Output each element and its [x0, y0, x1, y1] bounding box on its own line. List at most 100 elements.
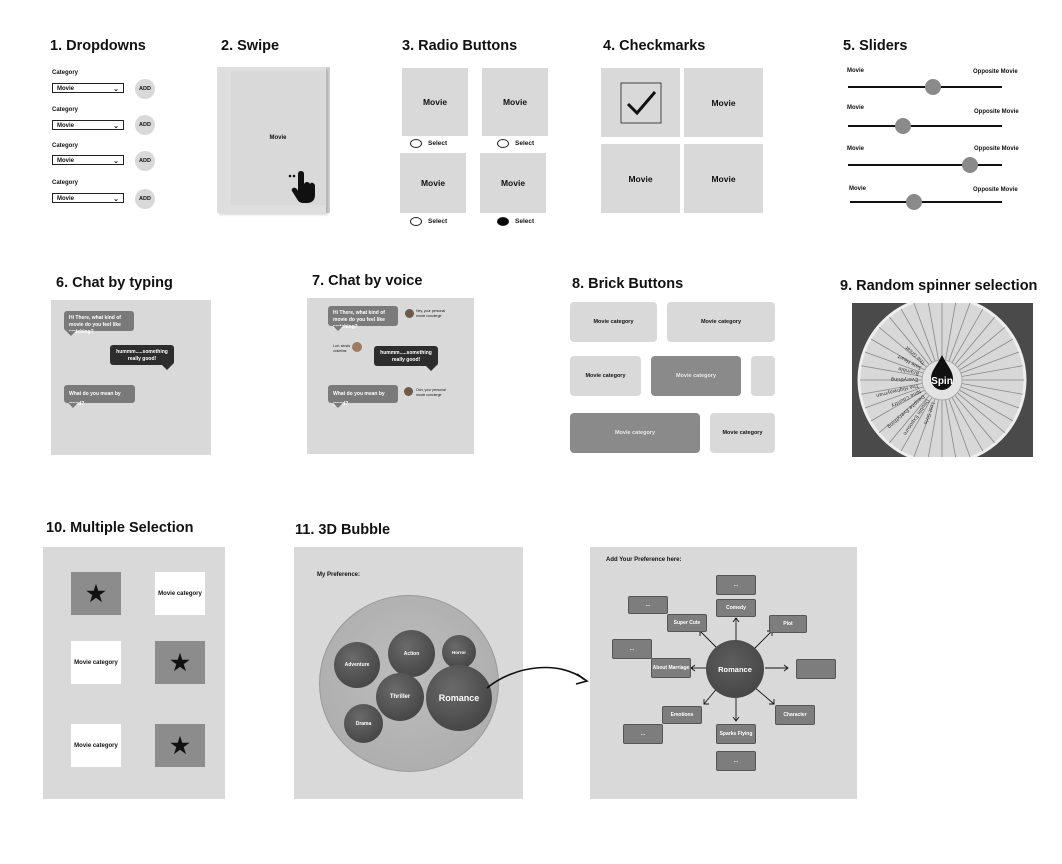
radio-card[interactable]: Movie [482, 68, 548, 136]
bubble-tail [162, 365, 172, 370]
dropdown-label: Category [52, 70, 79, 76]
chat-bubble-user: hummm.....something really good! [374, 346, 438, 366]
star-icon: ★ [170, 732, 190, 758]
dropdown-select[interactable]: Movie⌄ [52, 120, 124, 130]
dropdown-select[interactable]: Movie⌄ [52, 155, 124, 165]
star-icon: ★ [170, 649, 190, 675]
slider-knob[interactable] [924, 79, 941, 95]
brick-button[interactable]: Movie category [570, 356, 641, 396]
pref-node-plot[interactable]: Plot [769, 615, 807, 633]
multi-tile[interactable]: Movie category [71, 724, 121, 767]
voice-caption: Hey, your personal movie concierge [416, 309, 446, 318]
brick-button[interactable]: Movie category [570, 302, 657, 342]
checkmark-card[interactable]: Movie [684, 68, 763, 137]
pref-empty-box[interactable]: ... [716, 751, 756, 771]
dropdown-label: Category [52, 180, 79, 186]
spinner-spoke [870, 338, 925, 371]
multi-tile-selected[interactable]: ★ [155, 724, 205, 767]
arrow-icon [486, 666, 589, 689]
spinner-spoke [888, 316, 930, 365]
add-button[interactable]: ADD [135, 151, 155, 171]
checkmark-card[interactable]: Movie [684, 144, 763, 213]
star-icon: ★ [86, 580, 106, 606]
multi-tile-selected[interactable]: ★ [155, 641, 205, 684]
brick-button[interactable]: Movie category [667, 302, 775, 342]
radio-circle[interactable] [410, 139, 422, 148]
pref-empty-box[interactable]: ... [716, 575, 756, 595]
spinner-spoke [878, 392, 927, 434]
bubble-tail [66, 331, 76, 336]
spinner-spoke [945, 399, 957, 461]
pref-node-super-cute[interactable]: Super Cute [667, 614, 707, 632]
slider-track[interactable] [850, 201, 1002, 203]
bubble-tail [333, 326, 343, 331]
swipe-card[interactable]: Movie [231, 71, 325, 205]
brick-button[interactable] [751, 356, 775, 396]
spinner-spoke [927, 399, 939, 461]
slider-track[interactable] [848, 164, 1002, 166]
bubble-adventure[interactable]: Adventure [334, 642, 380, 688]
brick-button-selected[interactable]: Movie category [570, 413, 700, 453]
brick-button-selected[interactable]: Movie category [651, 356, 741, 396]
radio-card[interactable]: Movie [402, 68, 468, 136]
slider-right-label: Opposite Movie [973, 187, 1018, 193]
pref-empty-box[interactable]: ... [612, 639, 652, 659]
pref-node-emotions[interactable]: Emotions [662, 706, 702, 724]
dropdown-select[interactable]: Movie⌄ [52, 193, 124, 203]
bubble-romance[interactable]: Romance [426, 665, 492, 731]
bubble-horror[interactable]: Horror [442, 635, 476, 669]
radio-label: Select [428, 218, 448, 225]
add-button[interactable]: ADD [135, 115, 155, 135]
dropdown-select[interactable]: Movie⌄ [52, 83, 124, 93]
checkmark-card[interactable]: Movie [601, 144, 680, 213]
brick-button[interactable]: Movie category [710, 413, 775, 453]
checkmark-card-checked[interactable] [601, 68, 680, 137]
slider-left-label: Movie [847, 105, 865, 111]
bubble-tail [68, 403, 78, 408]
bubble-thriller[interactable]: Thriller [376, 673, 424, 721]
radio-option[interactable]: Select [497, 217, 534, 226]
radio-card[interactable]: Movie [480, 153, 546, 213]
slider-track[interactable] [848, 125, 1002, 127]
chat-bubble-user: hummm.....something really good! [110, 345, 174, 365]
section-title-spinner: 9. Random spinner selection [840, 278, 1038, 294]
multi-tile[interactable]: Movie category [155, 572, 205, 615]
spinner-spoke [900, 308, 933, 363]
dropdown-value: Movie [57, 158, 75, 164]
slider-knob[interactable] [905, 194, 922, 210]
multi-tile[interactable]: Movie category [71, 641, 121, 684]
spin-button-label[interactable]: Spin [931, 376, 953, 387]
add-button[interactable]: ADD [135, 189, 155, 209]
radio-circle[interactable] [410, 217, 422, 226]
spinner-spoke [960, 386, 1020, 409]
add-button[interactable]: ADD [135, 79, 155, 99]
radio-card[interactable]: Movie [400, 153, 466, 213]
pref-node-about-marriage[interactable]: About Marriage [651, 658, 691, 678]
pref-empty-box[interactable]: ... [623, 724, 663, 744]
bubble-action[interactable]: Action [388, 630, 435, 677]
spinner-spoke [900, 397, 933, 452]
spinner-spoke [888, 395, 930, 444]
dropdown-label: Category [52, 107, 79, 113]
chat-bubble-bot: Hi There, what kind of movie do you feel… [64, 311, 134, 335]
pref-node-sparks-flying[interactable]: Sparks Flying [716, 724, 756, 744]
radio-option[interactable]: Select [410, 217, 447, 226]
pref-empty-box[interactable] [796, 659, 836, 679]
spinner-spoke [927, 299, 939, 361]
slider-knob[interactable] [961, 157, 978, 173]
radio-option[interactable]: Select [497, 139, 534, 148]
bubble-tail [333, 403, 343, 408]
radio-circle[interactable] [497, 139, 509, 148]
spinner-spoke [954, 316, 996, 365]
bubble-pref-title: My Preference: [317, 572, 361, 578]
pref-node-character[interactable]: Character [775, 705, 815, 725]
chevron-down-icon: ⌄ [113, 123, 119, 130]
radio-circle-selected[interactable] [497, 217, 509, 226]
radio-option[interactable]: Select [410, 139, 447, 148]
pref-node-comedy[interactable]: Comedy [716, 599, 756, 617]
multi-tile-selected[interactable]: ★ [71, 572, 121, 615]
pref-empty-box[interactable]: ... [628, 596, 668, 614]
slider-knob[interactable] [895, 118, 912, 134]
